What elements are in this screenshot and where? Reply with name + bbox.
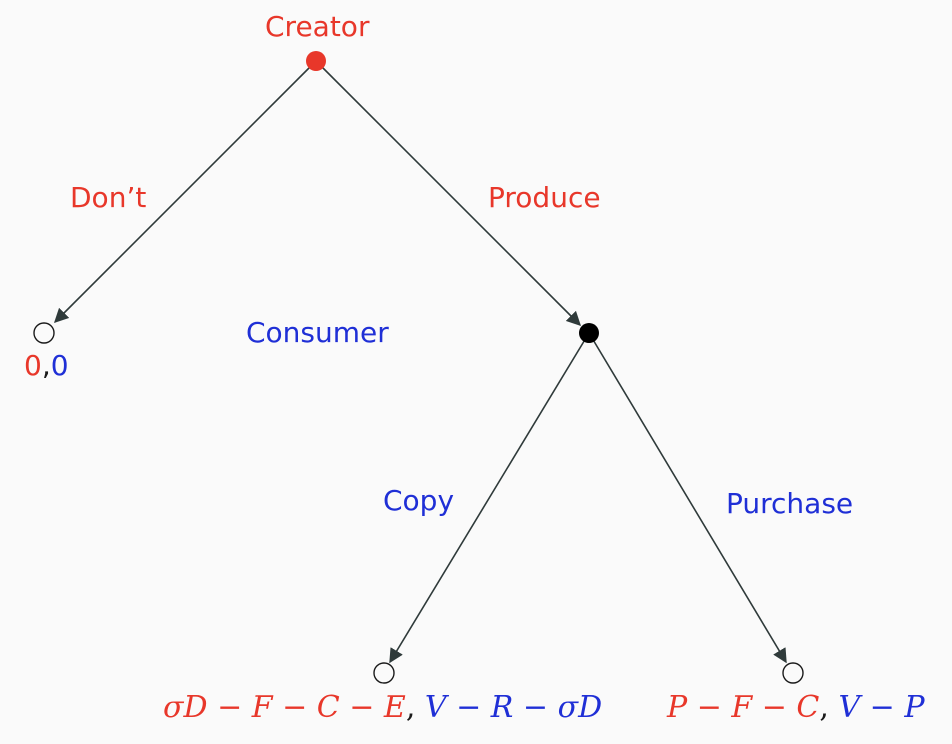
edge-purchase [588, 332, 787, 664]
payoff-purchase-creator: P − F − C [667, 690, 820, 725]
payoff-dont-sep: , [41, 349, 51, 382]
edge-dont [53, 60, 317, 324]
payoff-purchase-consumer: V − P [838, 690, 925, 725]
creator-node [306, 51, 326, 71]
payoff-dont-creator: 0 [24, 349, 42, 382]
payoff-purchase: P − F − C, V − P [667, 690, 925, 725]
payoff-copy-creator: σD − F − C − E [163, 690, 406, 725]
edge-label-dont: Don’t [70, 181, 147, 214]
terminal-node-dont [33, 322, 55, 344]
edge-label-produce: Produce [488, 181, 601, 214]
payoff-purchase-sep: , [819, 690, 829, 725]
payoff-copy-consumer: V − R − σD [424, 690, 603, 725]
consumer-node [579, 323, 599, 343]
edge-copy [389, 332, 590, 664]
payoff-dont: 0,0 [24, 349, 69, 382]
payoff-copy: σD − F − C − E, V − R − σD [163, 690, 602, 725]
terminal-node-purchase [782, 662, 804, 684]
payoff-dont-consumer: 0 [50, 349, 69, 382]
edge-label-purchase: Purchase [726, 487, 854, 520]
terminal-node-copy [373, 662, 395, 684]
consumer-label: Consumer [246, 316, 389, 349]
payoff-copy-sep: , [405, 690, 416, 725]
edge-label-copy: Copy [383, 484, 455, 517]
creator-label: Creator [265, 10, 370, 43]
edge-produce [315, 60, 582, 327]
